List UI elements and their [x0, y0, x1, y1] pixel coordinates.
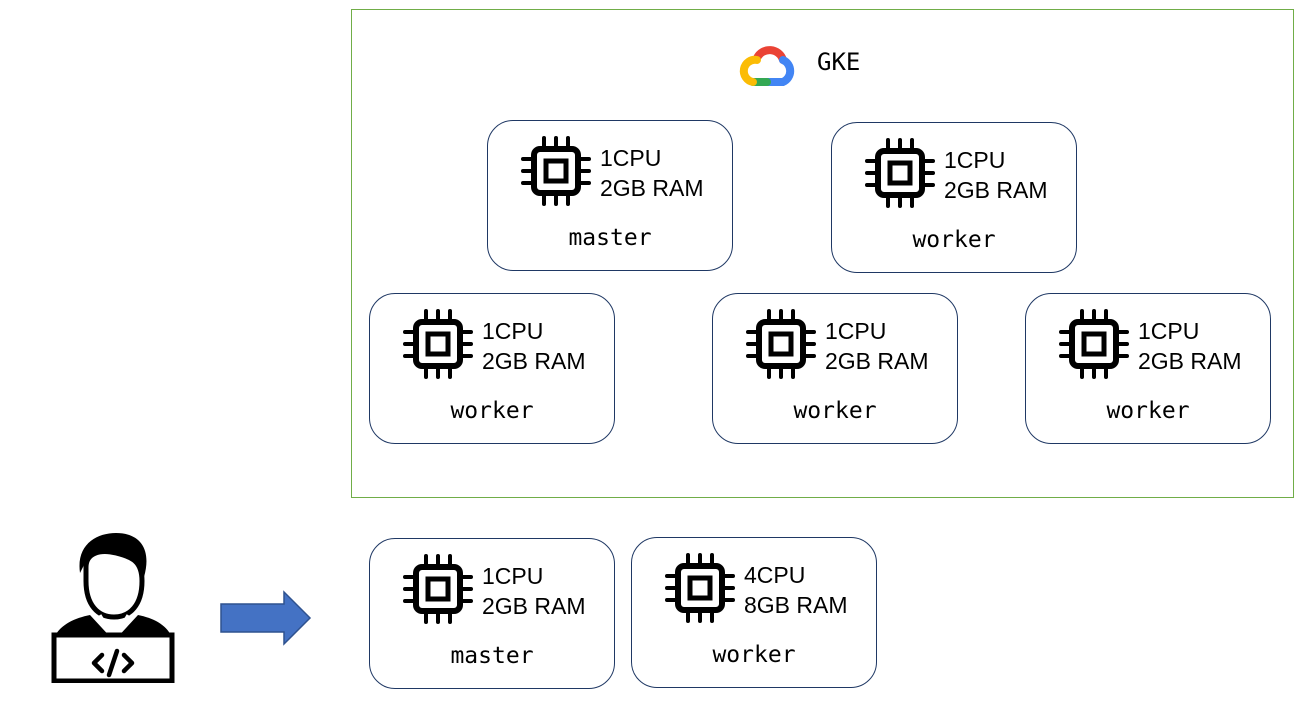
- gke-label: GKE: [817, 48, 861, 76]
- ram-spec: 2GB RAM: [482, 593, 586, 619]
- node-role: worker: [1106, 398, 1190, 424]
- cpu-chip-icon: [402, 553, 474, 625]
- cpu-chip-icon: [864, 137, 936, 209]
- right-arrow-icon: [220, 590, 312, 646]
- gke-worker-node: 1CPU 2GB RAM worker: [712, 293, 958, 444]
- cpu-spec: 4CPU: [744, 562, 806, 588]
- node-role: master: [450, 643, 534, 669]
- cpu-spec: 1CPU: [482, 563, 544, 589]
- node-role: worker: [712, 642, 796, 668]
- cpu-spec: 1CPU: [482, 318, 544, 344]
- gke-master-node: 1CPU 2GB RAM master: [487, 120, 733, 271]
- ram-spec: 2GB RAM: [600, 175, 704, 201]
- cpu-spec: 1CPU: [600, 145, 662, 171]
- gke-cluster-boundary: [351, 9, 1294, 498]
- cpu-chip-icon: [1058, 308, 1130, 380]
- cpu-spec: 1CPU: [825, 318, 887, 344]
- gke-worker-node: 1CPU 2GB RAM worker: [369, 293, 615, 444]
- cpu-chip-icon: [664, 552, 736, 624]
- ram-spec: 2GB RAM: [482, 348, 586, 374]
- node-role: master: [568, 225, 652, 251]
- local-master-node: 1CPU 2GB RAM master: [369, 538, 615, 689]
- cpu-chip-icon: [520, 135, 592, 207]
- cpu-chip-icon: [745, 308, 817, 380]
- ram-spec: 2GB RAM: [825, 348, 929, 374]
- cpu-spec: 1CPU: [944, 147, 1006, 173]
- ram-spec: 8GB RAM: [744, 592, 848, 618]
- node-role: worker: [793, 398, 877, 424]
- cpu-spec: 1CPU: [1138, 318, 1200, 344]
- ram-spec: 2GB RAM: [944, 177, 1048, 203]
- cpu-chip-icon: [402, 308, 474, 380]
- gke-worker-node: 1CPU 2GB RAM worker: [1025, 293, 1271, 444]
- ram-spec: 2GB RAM: [1138, 348, 1242, 374]
- gke-worker-node: 1CPU 2GB RAM worker: [831, 122, 1077, 273]
- local-worker-node: 4CPU 8GB RAM worker: [631, 537, 877, 688]
- node-role: worker: [450, 398, 534, 424]
- google-cloud-logo-icon: [739, 46, 795, 86]
- node-role: worker: [912, 227, 996, 253]
- developer-icon: [51, 533, 175, 683]
